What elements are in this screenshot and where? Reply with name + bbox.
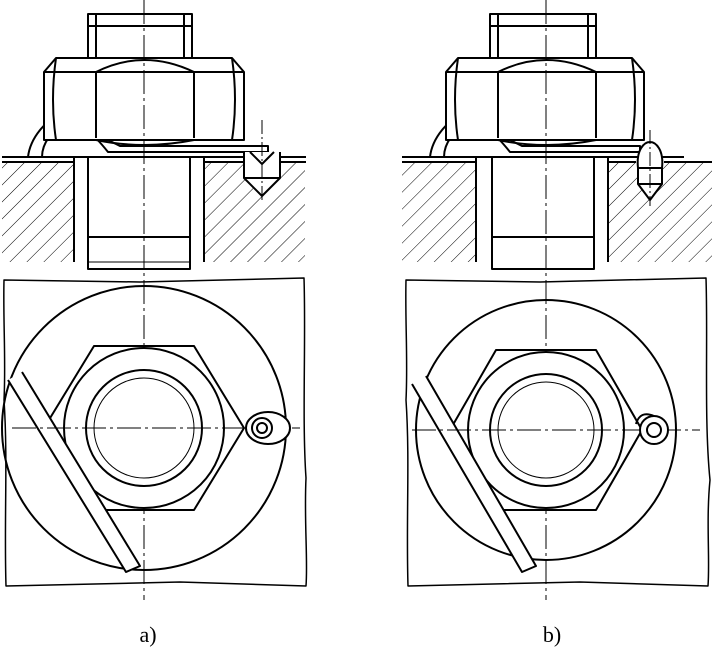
plate-outline-a	[3, 277, 308, 587]
figure-caption-a: a)	[139, 622, 157, 647]
base-hatch-right-b	[608, 162, 712, 262]
base-hatch-left-b	[402, 162, 476, 262]
bolt-shank	[87, 156, 191, 270]
figure-a	[1, 0, 308, 600]
bolt-top	[87, 13, 193, 59]
figure-b	[402, 0, 712, 600]
section-view-a	[2, 13, 306, 270]
bolt-shank-b	[491, 156, 595, 270]
plan-view-a	[1, 277, 308, 587]
section-view-b	[402, 13, 712, 270]
plate-outline-b	[405, 277, 711, 587]
figure-caption-b: b)	[542, 622, 562, 647]
hex-nut-side-b	[445, 57, 645, 141]
base-hatch-right	[204, 162, 305, 262]
plan-view-b	[405, 277, 711, 587]
bolt-top-b	[489, 13, 597, 59]
pin-head-b	[639, 415, 669, 445]
base-hatch-left	[2, 162, 74, 262]
